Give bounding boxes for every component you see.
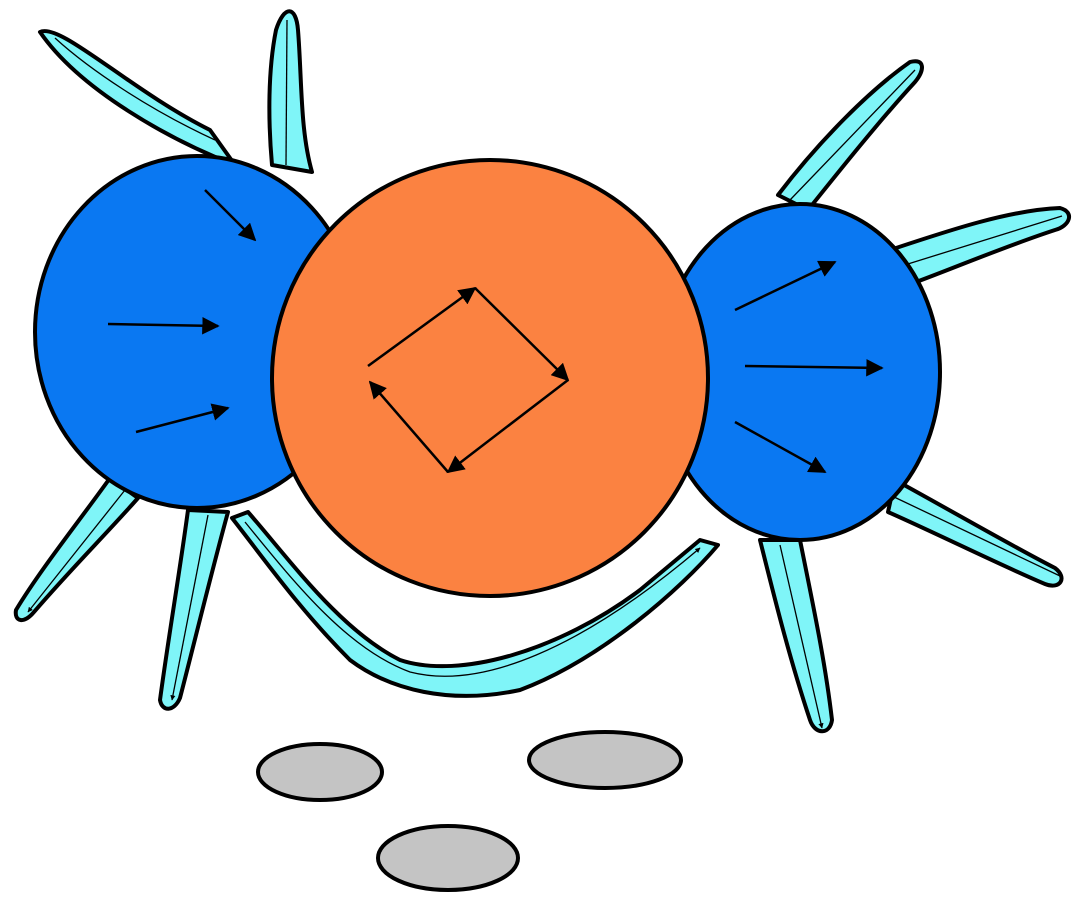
tentacle-left-bottom [16, 478, 138, 620]
tentacle-top [269, 11, 312, 172]
tentacle-right-lower [888, 480, 1062, 586]
tentacle-flow-top-right [790, 70, 915, 200]
tentacle-left-down [160, 510, 228, 709]
tentacle-top-right [778, 61, 922, 210]
gray-ellipses [258, 732, 681, 890]
gray-ellipse-bottom [378, 826, 518, 890]
tentacle-flow-left-bottom [28, 490, 125, 612]
gray-ellipse-right [529, 732, 681, 788]
tentacle-right-down [760, 540, 832, 731]
tentacle-flow-right-lower [892, 496, 1060, 576]
gray-ellipse-left [258, 744, 382, 800]
center-orange-sphere [272, 160, 708, 596]
